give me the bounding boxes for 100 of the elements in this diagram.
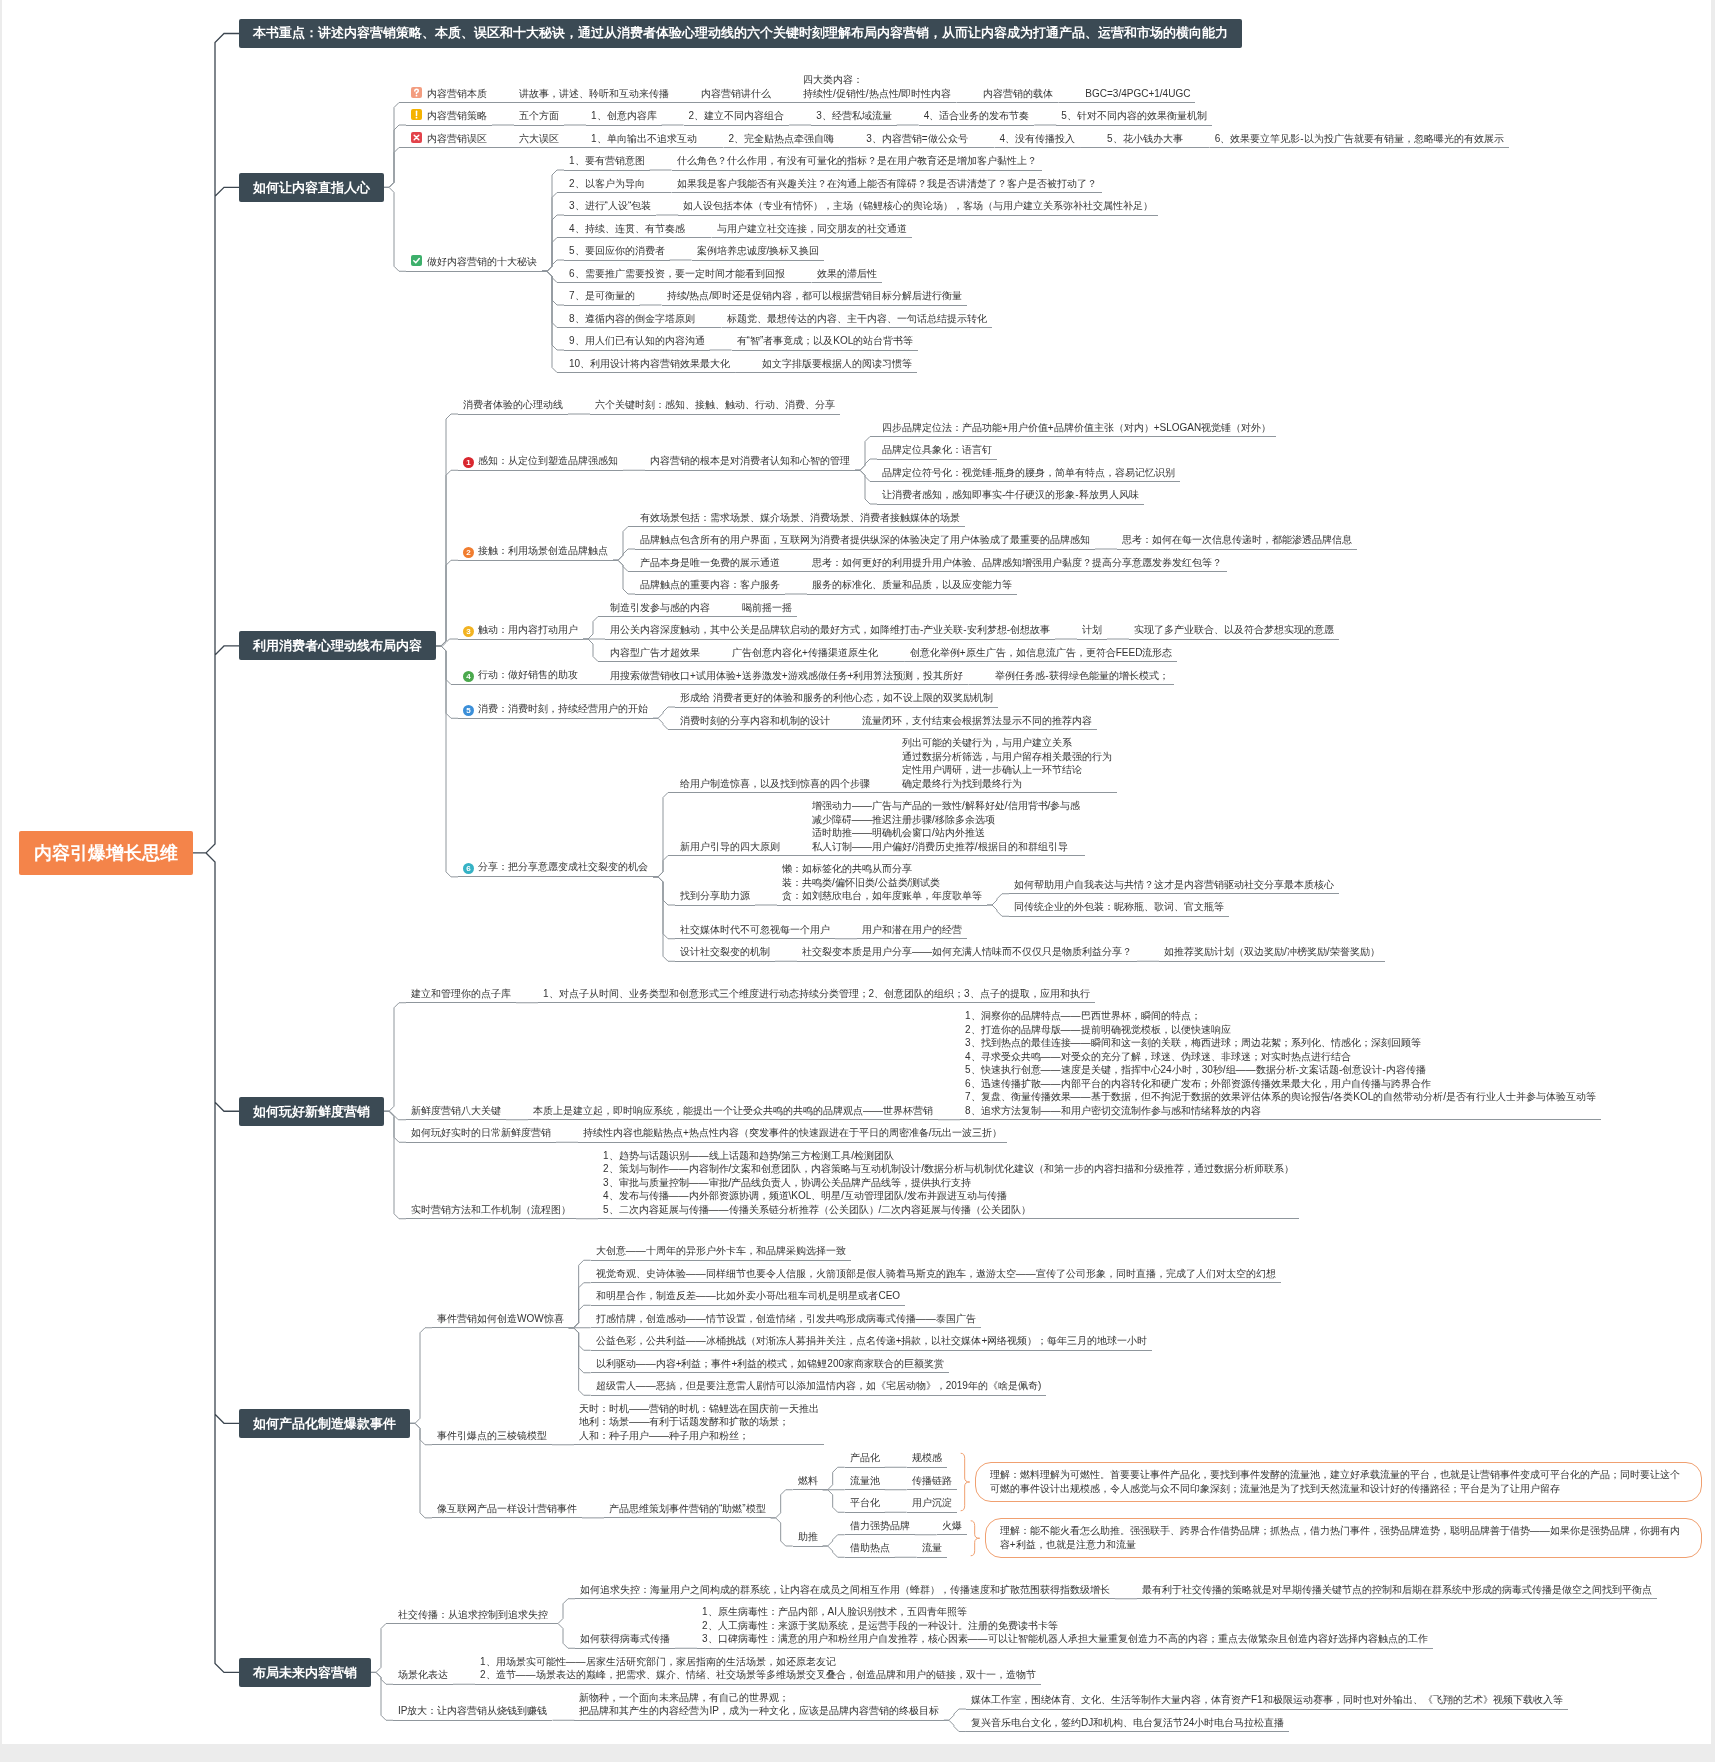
branch-line [734,372,758,373]
branch-topic [960,1009,1602,1121]
branch-line [834,938,858,940]
topic-text: 五个方面 [519,109,559,123]
branch-line [552,1598,576,1649]
branch-topic [811,109,897,126]
branch-topic [590,1379,1047,1396]
branch-topic [857,713,1097,730]
branch-topic [564,221,690,238]
branch-topic [844,1473,885,1491]
topic-text: 用户和潜在用户的经营 [862,922,962,937]
branch-line [754,904,778,906]
branch-line [784,593,808,595]
branch-topic [590,1356,950,1374]
key-point-banner [239,19,1242,48]
topic-text: 4、适合业务的发布节奏 [923,109,1030,123]
topic-text: 把品牌和其产生的内容经营为IP，成为一种文化，应该是品牌内容营销的终极目标 [579,1704,939,1718]
branch-topic [406,255,542,272]
branch-topic [564,244,670,261]
branch-topic [697,1605,1433,1649]
topic-text: 持续/热点/即时还是促销内容，都可以根据营销目标分解后进行衡量 [666,289,963,303]
branch-line [649,169,673,171]
branch-line [1079,147,1103,148]
topic-text: 2、打造你的品牌母版——提前明确视觉模板，以便快速响应 [965,1022,1232,1037]
branch-topic [635,578,785,595]
topic-text: 私人订制——用户偏好/消费历史推荐/根据目的和群组引导 [812,839,1069,853]
topic-text: 燃料 [797,1473,818,1488]
branch-topic [475,1654,1041,1685]
topic-text: 10、利用设计将内容营销效果最大化 [569,356,731,370]
topic-text: 适时助推——明确机会窗口/站内外推送 [812,826,986,840]
branch-line [639,304,663,306]
branch-topic [861,131,973,148]
branch-line [784,855,808,856]
topic-text: 超级雷人——恶搞，但是要注意雷人剧情可以添加温情内容，如《宅居动物》，2019年的《啥是佩奇) [595,1379,1042,1393]
branch-line [674,1647,698,1649]
topic-text: 流量池 [849,1473,880,1488]
branch-topic [590,1289,906,1306]
branch-topic [406,109,492,126]
branch-topic [393,1607,553,1624]
branch-topic [1077,623,1107,640]
branch-topic [586,109,662,126]
branch-line [581,1517,605,1519]
branch-topic [777,862,987,906]
branch-line [709,349,733,351]
branch-topic [635,533,1095,550]
branch-topic [737,600,797,617]
branch-line [896,124,920,126]
branch-topic [528,1103,938,1121]
topic-text: 做好内容营销的十大秘诀 [427,256,537,268]
branch-topic [675,945,775,962]
branch-topic [1137,1582,1657,1600]
topic-text: 如何获得病毒式传播 [580,1632,670,1646]
topic-text: 6、迅速传播扩散——内部平台的内容转化和硬广发布；外部资源传播效果最大化，用户自传播与跨界合作 [965,1076,1432,1091]
branch-line [1054,638,1078,640]
topic-text: 3、内容营销=做公众号 [866,131,968,145]
branch-line [894,1556,918,1558]
branch-topic [675,839,785,856]
topic-text: 同传统企业的外包装：昵称瓶、歌词、官文瓶等 [1014,900,1224,914]
topic-text: 地利：场景——有利于话题发酵和扩散的场景； [579,1415,790,1429]
topic-text: 新用户引导的四大原则 [680,839,780,853]
topic-text: 品牌触点的重要内容：客户服务 [640,578,780,592]
branch-topic [1117,533,1357,550]
branch-line [1057,102,1081,103]
topic-label: 本书重点：讲述内容营销策略、本质、误区和十大秘诀，通过从消费者体验心理动线的六个关键时刻理解布局内容营销，从而让内容成为打通产品、运营和市场的横向能力 [253,25,1228,42]
topic-text: 流量 [921,1541,942,1555]
branch-topic [514,109,564,126]
branch-topic [574,1401,824,1446]
branch-topic [406,1126,556,1143]
branch-topic [406,986,516,1004]
topic-text: 内容营销本质 [427,87,487,99]
branch-topic [564,154,650,171]
topic-text: 如何玩好实时的日常新鲜度营销 [411,1126,551,1140]
topic-text: 3、审批与质量控制——审批/产品线负责人，协调公关品牌产品线等，提供执行支持 [603,1175,973,1190]
branch-topic [1102,131,1188,148]
topic-text: 1、单向输出不追求互动 [591,131,697,145]
topic-text: 大创意——十周年的异形户外卡车，和品牌采购选择一致 [595,1244,846,1258]
branch-topic [811,266,882,283]
branch-topic [675,776,875,793]
branch-topic [675,922,835,940]
topic-text: 服务的标准化、质量和品质，以及应变能力等 [812,578,1012,592]
topic-text: 7、复盘、衡量传播效果——基于数据，但不拘泥于数据的效果评估体系的舆论报告/各类KOL的自然带动分析/是否有行业人士并参与体验互动等 [965,1090,1597,1104]
topic-text: 分享：把分享意愿变成社交裂变的机会 [478,861,648,873]
central-topic-box [19,830,193,875]
branch-topic [406,131,492,148]
topic-text: 1、要有营销意图 [569,154,645,168]
branch-line [937,1119,961,1121]
branch-line [622,469,646,471]
topic-text: 5、针对不同内容的效果衡量机制 [1061,109,1207,123]
branch-topic [432,1428,552,1446]
branch-topic [590,1266,1281,1284]
topic-text: 持续性内容也能贴热点+热点性内容（突发事件的快速跟进在于平日的周密准备/玩出一波三折） [583,1126,1002,1140]
branch-topic [723,131,840,148]
branch-line [612,526,636,595]
topic-text: 创意化举例+原生广告，如信息流广告，更符合FEED流形态 [909,645,1173,659]
branch-topic [432,1501,582,1519]
topic-text: 思考：如何更好的利用提升用户体验、品牌感知增强用户黏度？提高分享意愿发券发红包等？ [812,555,1222,569]
topic-text: 人和：种子用户——种子用户和粉丝； [579,1428,750,1443]
note-text: 理解：燃料理解为可燃性。首要要让事件产品化，要找到事件发酵的流量池，建立好承载流量的平台，也就是让营销事件变成可平台化的产品；同时要让这个可燃的事件设计出规模感，令人感觉与众不同印象深刻；流量池是为了找到天然流量和设计好的传播路径；平台是为了让用户留存 [989,1468,1681,1496]
topic-text: 感知：从定位到塑造品牌强感知 [478,454,618,466]
branch-line [1187,147,1211,148]
